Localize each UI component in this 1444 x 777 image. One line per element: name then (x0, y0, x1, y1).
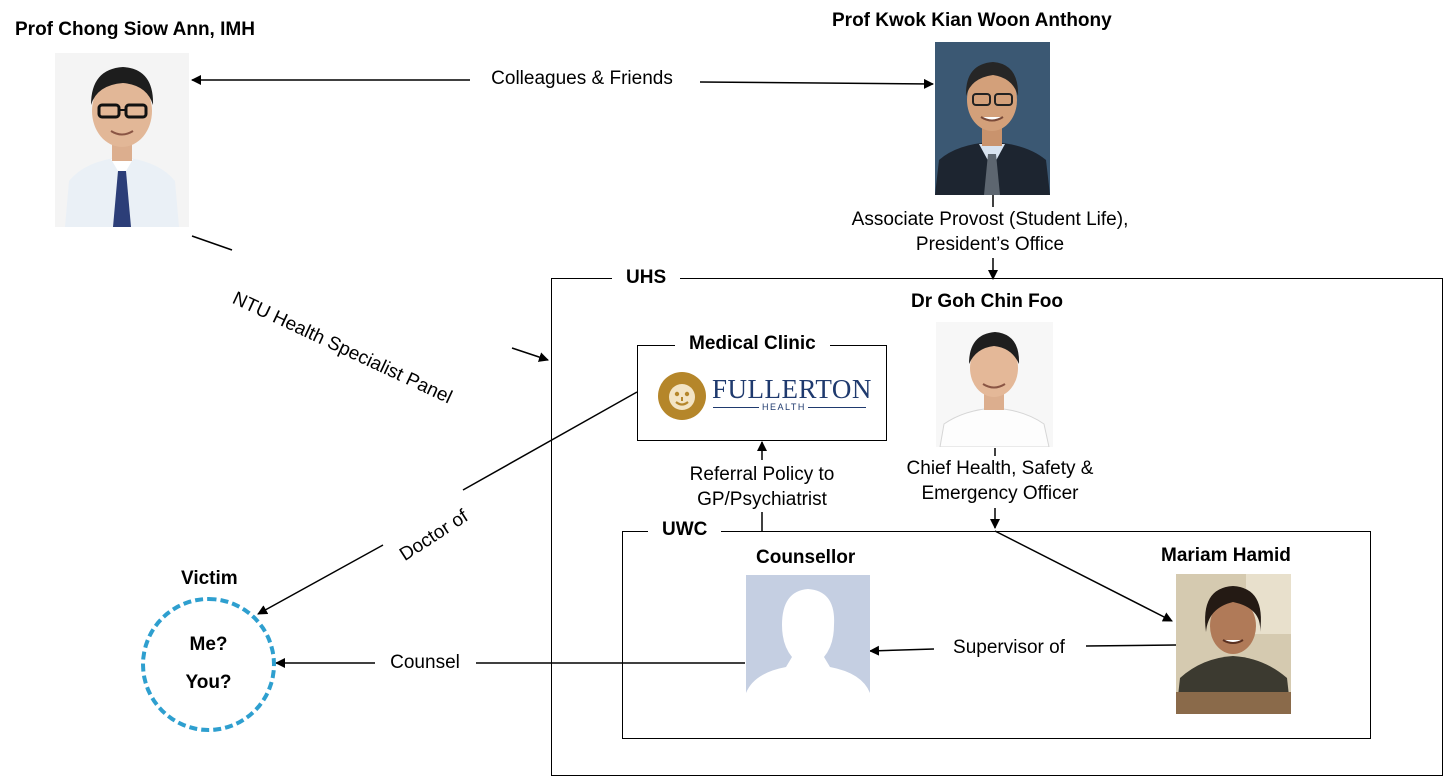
chief-label-line1: Chief Health, Safety & (906, 458, 1094, 479)
specialist-line-start (191, 235, 233, 251)
kwok-name: Prof Kwok Kian Woon Anthony (832, 10, 1112, 31)
chief-label-line2: Emergency Officer (921, 483, 1079, 504)
kwok-photo (935, 42, 1050, 195)
mariam-photo (1176, 574, 1291, 714)
victim-circle (141, 597, 276, 732)
victim-name: Victim (181, 568, 238, 589)
to-mariam-arrow (994, 530, 1173, 622)
goh-name: Dr Goh Chin Foo (911, 291, 1063, 312)
chong-photo (55, 53, 189, 227)
supervisor-line (1085, 644, 1177, 647)
doctor-line-top (462, 391, 638, 491)
lion-logo-icon (658, 372, 706, 420)
logo-divider-right (808, 407, 866, 408)
referral-label-line1: Referral Policy to (689, 464, 835, 485)
referral-label-line2: GP/Psychiatrist (697, 489, 827, 510)
goh-portrait-image (939, 332, 1050, 447)
supervisor-arrow (869, 645, 935, 656)
chong-name: Prof Chong Siow Ann, IMH (15, 19, 255, 40)
uwc-group-box (622, 531, 1371, 739)
clinic-label: Medical Clinic (675, 333, 830, 355)
goh-photo (936, 322, 1053, 447)
logo-sub: HEALTH (762, 402, 806, 412)
uhs-label: UHS (612, 267, 681, 289)
counsel-label: Counsel (390, 652, 460, 673)
victim-you: You? (185, 672, 232, 693)
supervisor-of-label: Supervisor of (953, 637, 1065, 658)
colleagues-label: Colleagues & Friends (472, 68, 692, 90)
victim-me: Me? (189, 634, 228, 655)
colleagues-arrow-right (699, 78, 934, 89)
counsellor-name: Counsellor (756, 547, 856, 568)
default-avatar-icon (746, 575, 870, 709)
specialist-arrow (511, 347, 549, 362)
kwok-portrait-image (935, 42, 1050, 195)
fullerton-logo: FULLERTON HEALTH (656, 370, 871, 422)
doctor-arrow (257, 544, 384, 615)
uhs-group-box (551, 278, 1443, 776)
logo-brand: FULLERTON (712, 374, 872, 404)
provost-label-line1: Associate Provost (Student Life), (851, 209, 1129, 230)
uwc-label: UWC (648, 519, 722, 541)
logo-divider-left (713, 407, 759, 408)
mariam-portrait-image (1176, 574, 1291, 714)
counsellor-photo (746, 575, 870, 709)
chong-portrait-image (65, 67, 179, 227)
provost-label-line2: President’s Office (915, 234, 1065, 255)
mariam-name: Mariam Hamid (1161, 545, 1291, 566)
